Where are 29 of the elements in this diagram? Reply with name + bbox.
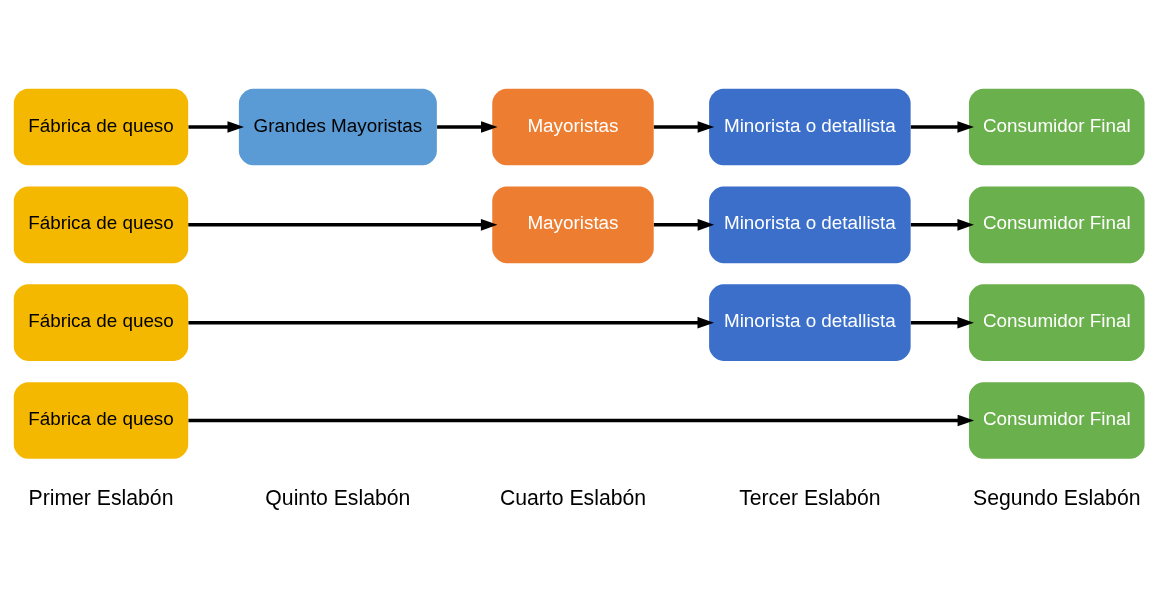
arrow — [188, 316, 715, 328]
node-box: Mayoristas — [492, 186, 654, 263]
node-box: Minorista o detallista — [709, 88, 911, 165]
label: Primer Eslabón — [28, 485, 174, 509]
label: Quinto Eslabón — [265, 485, 411, 509]
node-box: Fábrica de queso — [13, 283, 189, 361]
label: Segundo Eslabón — [973, 485, 1141, 509]
arrow — [910, 218, 974, 231]
node-box: Consumidor Final — [968, 88, 1145, 165]
arrow — [653, 120, 715, 133]
node-box: Consumidor Final — [968, 186, 1145, 263]
label: Cuarto Eslabón — [499, 485, 647, 509]
node-box: Minorista o detallista — [709, 186, 911, 263]
arrow — [188, 120, 244, 133]
arrow — [188, 414, 975, 426]
label: Tercer Eslabón — [739, 485, 881, 509]
node-box: Fábrica de queso — [13, 88, 189, 165]
arrow — [437, 120, 498, 133]
arrow — [188, 218, 498, 231]
node-box: Fábrica de queso — [13, 186, 189, 263]
arrow — [653, 218, 715, 231]
node-box: Mayoristas — [492, 88, 654, 165]
node-box: Minorista o detallista — [709, 283, 911, 361]
arrow — [910, 316, 974, 328]
node-box: Fábrica de queso — [13, 381, 189, 459]
node-box: Consumidor Final — [968, 381, 1145, 459]
arrow — [910, 120, 974, 133]
node-box: Grandes Mayoristas — [238, 88, 437, 165]
node-box: Consumidor Final — [968, 283, 1145, 361]
